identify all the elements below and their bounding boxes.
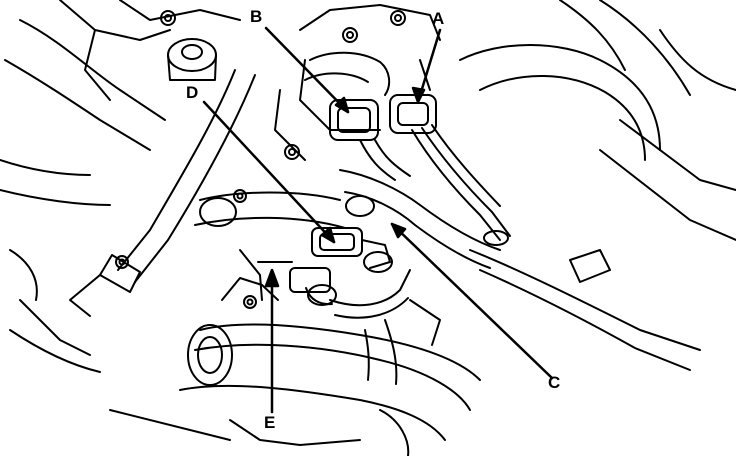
sensor-assembly-top [304, 51, 511, 246]
callout-label-a: A [432, 9, 445, 28]
callout-leaders [202, 26, 554, 414]
arrowhead-a [411, 86, 426, 104]
sensor-assembly-lower [221, 169, 501, 385]
callout-label-d: D [186, 83, 199, 102]
arrowhead-c [390, 222, 407, 239]
arrowhead-e [264, 268, 280, 288]
callout-label-c: C [548, 373, 561, 392]
arrowhead-d [320, 226, 336, 244]
arrowhead-b [334, 96, 350, 114]
callout-label-b: B [250, 7, 263, 26]
callout-label-e: E [264, 413, 276, 432]
